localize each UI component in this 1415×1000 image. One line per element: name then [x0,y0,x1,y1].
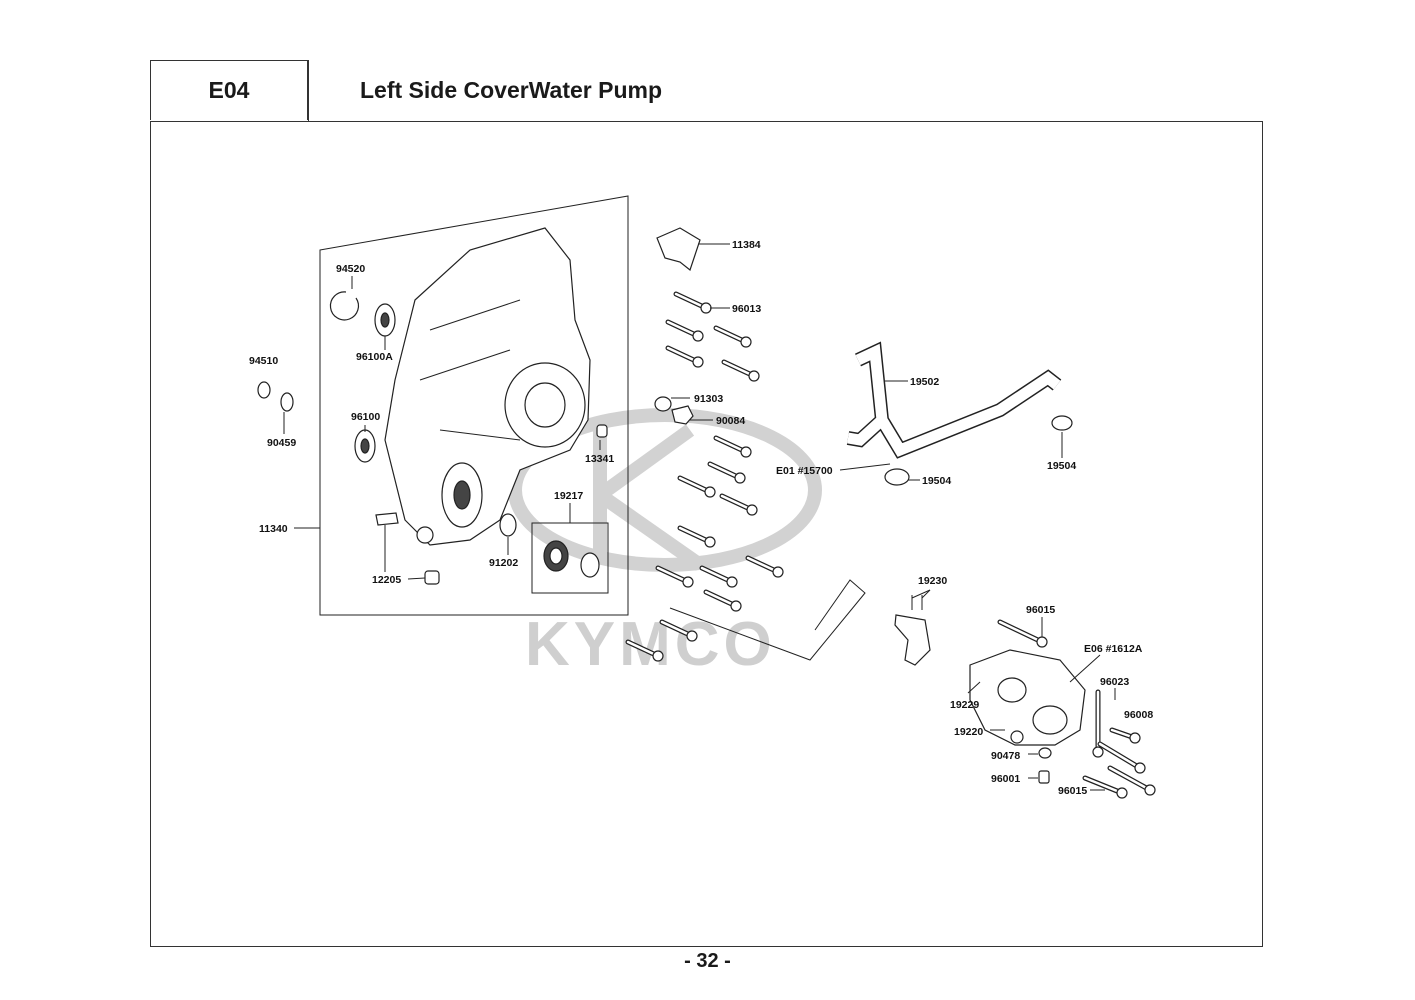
bolt-shaft-fill [1098,742,1142,770]
bolt-head [1116,787,1128,799]
callout-11384: 11384 [732,239,761,251]
bolt-head [692,356,704,368]
callout-94510: 94510 [249,355,278,367]
clip-94510 [257,381,271,399]
callout-19220: 19220 [954,726,983,738]
seal-91202 [499,513,517,537]
callout-e06: E06 #1612A [1084,643,1143,655]
bolt-head [704,486,716,498]
circlip-94520 [329,291,360,321]
header-divider [308,60,309,122]
bolt-head [692,330,704,342]
callout-19217: 19217 [554,490,583,502]
kymco-watermark: KYMCO [508,408,822,679]
bolt-head [748,370,760,382]
bolt-head [700,302,712,314]
bolt-head [740,446,752,458]
callout-11340: 11340 [259,523,288,535]
page-number: - 32 - [684,950,731,972]
bolt-head [1036,636,1048,648]
bolt-head [682,576,694,588]
callout-19229: 19229 [950,699,979,711]
dowel-13341 [596,424,608,438]
callout-19504-a: 19504 [922,475,951,487]
bolt-head [652,650,664,662]
bolt-head [1092,746,1104,758]
nut-90084 [671,405,694,425]
callout-96023: 96023 [1100,676,1129,688]
left-side-cover [384,227,591,546]
hose-clamp-19504-b [1051,415,1073,431]
washer-91303 [654,396,672,412]
hose-clamp-19504-a [884,468,910,486]
bolt-shaft-fill [1108,766,1152,792]
callout-94520: 94520 [336,263,365,275]
watermark-text: KYMCO [525,610,776,679]
callout-96015-b: 96015 [1058,785,1087,797]
plug-96001 [1038,770,1050,784]
callout-91303: 91303 [694,393,723,405]
leader-lines [283,243,1116,791]
water-pump-cover-19220 [969,649,1086,746]
bolt-head [746,504,758,516]
page-header: E04 Left Side CoverWater Pump [150,60,1263,122]
bolt-head [772,566,784,578]
bolt-head [734,472,746,484]
impeller-19230 [894,595,931,666]
section-title: Left Side CoverWater Pump [360,76,663,103]
bolt-shaft-fill [1083,776,1124,795]
callout-12205: 12205 [372,574,401,586]
cover-small-parts [257,291,609,594]
pin-12205 [375,512,399,526]
callout-96013: 96013 [732,303,761,315]
callout-e01: E01 #15700 [776,465,833,477]
callout-90084: 90084 [716,415,745,427]
callout-19230: 19230 [918,575,947,587]
bolt-head [1144,784,1156,796]
washer-90459 [280,392,294,412]
callout-91202: 91202 [489,557,518,569]
callout-90478: 90478 [991,750,1020,762]
callout-96015-a: 96015 [1026,604,1055,616]
bolt-head [1134,762,1146,774]
callout-96001: 96001 [991,773,1020,785]
bolt-head [730,600,742,612]
bolt-set [625,291,1156,799]
bolt-head [726,576,738,588]
cover-group-outline [319,195,629,616]
group-separator [669,579,866,661]
washer-90478 [1038,747,1052,759]
callout-96100: 96100 [351,411,380,423]
callout-19502: 19502 [910,376,939,388]
bolt-head [686,630,698,642]
bolt-shaft-fill [998,620,1044,644]
bracket-11384 [656,227,701,272]
callout-labels: 11384 96013 94520 96100A 94510 90459 961… [249,239,1153,797]
callout-90459: 90459 [267,437,296,449]
bolt-head [704,536,716,548]
section-code: E04 [150,60,308,120]
diagram-frame [150,121,1263,947]
callout-96008: 96008 [1124,709,1153,721]
callout-13341: 13341 [585,453,614,465]
bolt-head [1129,732,1141,744]
callout-96100A: 96100A [356,351,393,363]
plug-12205 [424,570,440,585]
bolt-head [740,336,752,348]
callout-19504-b: 19504 [1047,460,1076,472]
